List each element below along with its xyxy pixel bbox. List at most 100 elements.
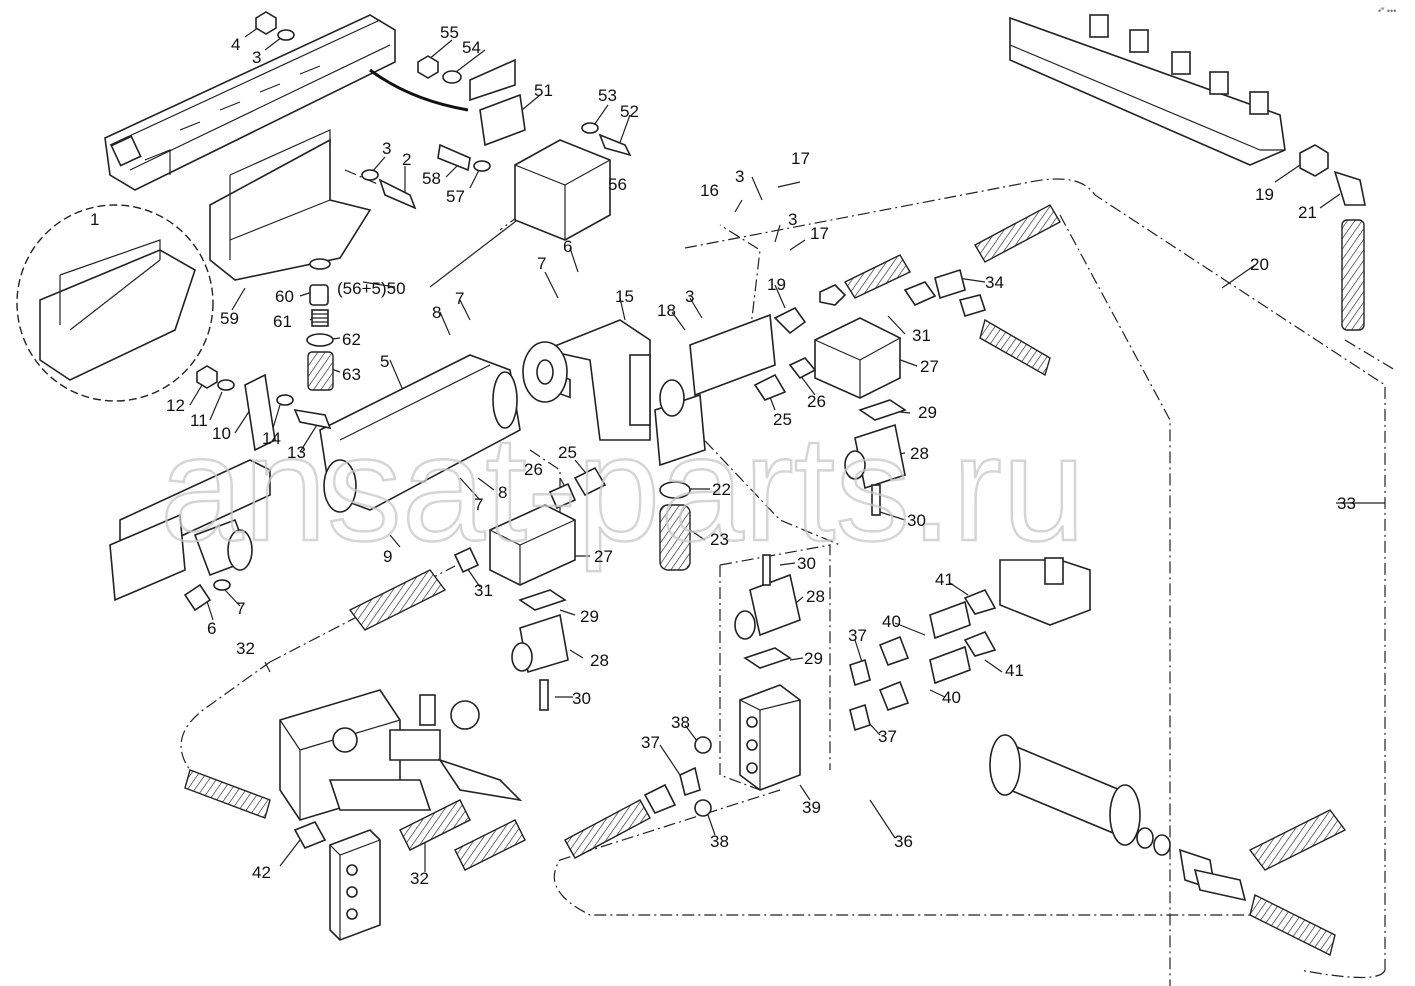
callout-37: 37	[641, 733, 660, 752]
callout-7: 7	[474, 495, 483, 514]
callout-53: 53	[598, 86, 617, 105]
callout-42: 42	[252, 863, 271, 882]
solenoid-valve-blocks	[489, 399, 907, 791]
callout-18: 18	[657, 301, 676, 320]
callout-37: 37	[878, 727, 897, 746]
callout-39: 39	[802, 798, 821, 817]
detail-view-circle	[16, 204, 214, 402]
filter-body	[109, 354, 521, 602]
pipe-elbow	[522, 313, 776, 467]
callout-36: 36	[894, 832, 913, 851]
callout-7: 7	[236, 599, 245, 618]
callout-56: 56	[608, 175, 627, 194]
callout-57: 57	[446, 187, 465, 206]
callout-6: 6	[563, 237, 572, 256]
callout-41: 41	[1005, 661, 1024, 680]
callout-26: 26	[807, 392, 826, 411]
callout-60: 60	[275, 287, 294, 306]
hose-assemblies-upper	[753, 204, 1061, 401]
callout-29: 29	[580, 607, 599, 626]
callout-13: 13	[287, 443, 306, 462]
callout-59: 59	[220, 309, 239, 328]
callout-40: 40	[882, 612, 901, 631]
corner-mark: •‴ •••	[1378, 6, 1396, 16]
callout-30: 30	[907, 511, 926, 530]
callout-30: 30	[572, 689, 591, 708]
callout-61: 61	[273, 312, 292, 331]
callout-41: 41	[935, 570, 954, 589]
callout-22: 22	[712, 480, 731, 499]
callout-27: 27	[920, 357, 939, 376]
callout-33: 33	[1337, 494, 1356, 513]
callout-25: 25	[558, 443, 577, 462]
callout-26: 26	[524, 460, 543, 479]
callout-58: 58	[422, 169, 441, 188]
callout-9: 9	[383, 547, 392, 566]
callout-4: 4	[231, 35, 240, 54]
chassis-frame-rail	[104, 14, 469, 191]
callout-17: 17	[810, 224, 829, 243]
callout-11: 11	[190, 411, 208, 430]
fasteners-top	[255, 11, 632, 210]
callout-54: 54	[462, 38, 481, 57]
callout-8: 8	[432, 303, 441, 322]
callout-16: 16	[700, 181, 719, 200]
callout-20: 20	[1250, 255, 1269, 274]
callout-32: 32	[410, 869, 429, 888]
callout-28: 28	[806, 587, 825, 606]
callout-38: 38	[710, 832, 729, 851]
callout-14: 14	[262, 429, 281, 448]
fittings-right	[849, 557, 1091, 732]
callout-1: 1	[90, 210, 99, 229]
callout-19: 19	[767, 275, 786, 294]
callout-31: 31	[474, 581, 493, 600]
pump-assembly	[184, 689, 526, 941]
callout-21: 21	[1298, 203, 1317, 222]
callout-28: 28	[590, 651, 609, 670]
callout-32: 32	[236, 639, 255, 658]
callout-55: 55	[440, 23, 459, 42]
callout-5: 5	[380, 352, 389, 371]
mounting-tray-bracket	[209, 129, 372, 281]
callout-56-plus-5-50: (56+5)50	[337, 279, 406, 298]
callout-17: 17	[791, 149, 810, 168]
callout-3: 3	[788, 210, 797, 229]
callout-3: 3	[685, 287, 694, 306]
callout-37: 37	[848, 626, 867, 645]
callout-6: 6	[207, 619, 216, 638]
watermark-text: ansat-parts.ru	[160, 404, 1085, 572]
callout-3: 3	[382, 139, 391, 158]
callout-12: 12	[166, 396, 185, 415]
callout-38: 38	[671, 713, 690, 732]
callout-40: 40	[942, 688, 961, 707]
callout-62: 62	[342, 330, 361, 349]
spray-boom-manifold	[1009, 14, 1366, 331]
callout-34: 34	[985, 273, 1004, 292]
callout-28: 28	[910, 444, 929, 463]
filter-cartridge	[659, 481, 691, 571]
callout-7: 7	[455, 289, 464, 308]
callout-30: 30	[797, 554, 816, 573]
callout-19: 19	[1255, 185, 1274, 204]
callout-15: 15	[615, 287, 634, 306]
callout-52: 52	[620, 102, 639, 121]
accumulator-tank	[989, 734, 1347, 957]
callout-63: 63	[342, 365, 361, 384]
callout-51: 51	[534, 81, 553, 100]
strainer-assembly	[306, 258, 334, 391]
callout-27: 27	[594, 547, 613, 566]
callout-3: 3	[735, 167, 744, 186]
callout-25: 25	[773, 410, 792, 429]
callout-8: 8	[498, 483, 507, 502]
callout-29: 29	[918, 403, 937, 422]
callout-7: 7	[537, 254, 546, 273]
callout-3: 3	[252, 48, 261, 67]
fittings-mid	[183, 466, 607, 631]
callout-labels: 4 3 55 54 51 53 52 3 2 58 57 56 1 59 60 …	[90, 23, 1356, 888]
callout-29: 29	[804, 649, 823, 668]
bracket-plates	[196, 365, 332, 452]
hose-lower-center	[564, 736, 712, 859]
callout-31: 31	[912, 326, 931, 345]
callout-23: 23	[710, 530, 729, 549]
